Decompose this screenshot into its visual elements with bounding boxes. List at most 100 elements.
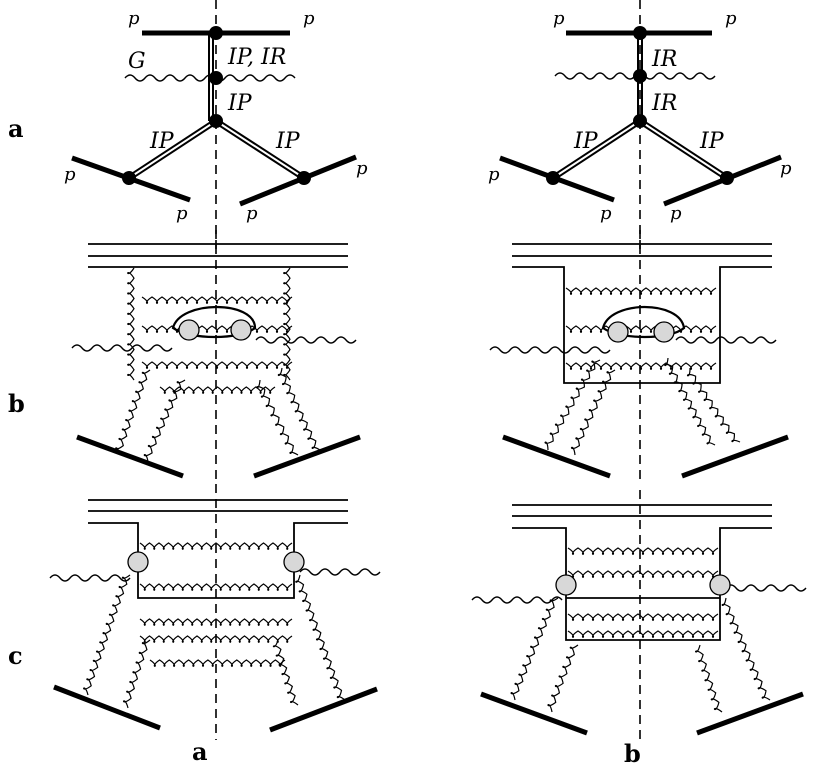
row-label-a: a xyxy=(8,114,24,143)
gluon-diag xyxy=(295,574,346,701)
label-p: p xyxy=(780,158,792,179)
gluon-coil xyxy=(272,639,299,706)
gluon-coil xyxy=(567,630,719,638)
gluon-diag xyxy=(272,639,299,706)
label-p: p xyxy=(303,8,315,29)
label-upper-exchange: IR xyxy=(651,47,677,72)
vertex-blob xyxy=(555,574,577,596)
diagram-b-right xyxy=(489,230,789,480)
vertex-blob xyxy=(178,319,200,341)
photon-wavy-line xyxy=(71,344,173,352)
gluon-coil xyxy=(83,574,131,696)
right-proton-line xyxy=(696,691,804,736)
row-label-c: c xyxy=(8,641,23,670)
label-p: p xyxy=(488,164,500,185)
label-left-leg: IP xyxy=(573,129,599,154)
gluon-coil xyxy=(686,367,741,443)
photon-wavy-line xyxy=(675,336,777,344)
gluon-coil xyxy=(565,362,717,370)
gluon-coil xyxy=(139,583,293,591)
gluon-coil xyxy=(143,379,186,463)
right-proton-line xyxy=(269,686,378,733)
gluon-coil xyxy=(721,597,771,701)
label-p: p xyxy=(246,203,258,224)
gluon-diag xyxy=(664,357,716,446)
gluon-diag xyxy=(547,644,579,713)
gluon-coil xyxy=(565,325,717,333)
label-upper-exchange: IP, IR xyxy=(227,45,286,70)
label-left-leg: IP xyxy=(149,129,175,154)
label-p: p xyxy=(176,203,188,224)
box-frame xyxy=(88,522,348,599)
gluon-diag xyxy=(256,379,299,456)
gluon-row-upper xyxy=(565,287,717,295)
gluon-coil xyxy=(139,618,293,626)
gluon-coil xyxy=(141,296,293,304)
vertex-blob xyxy=(127,551,149,573)
gluon-row-upper xyxy=(141,296,293,304)
gluon-coil xyxy=(277,367,321,451)
vertex-dot xyxy=(633,114,647,128)
gluon-col-left xyxy=(127,267,135,381)
column-label-a: a xyxy=(192,737,208,766)
gluon-diag xyxy=(544,359,601,451)
right-proton-line xyxy=(253,434,361,479)
label-p: p xyxy=(600,203,612,224)
vertex-dot xyxy=(633,26,647,40)
gluon-coil xyxy=(510,597,559,701)
gluon-row-upper xyxy=(139,542,293,550)
label-right-leg: IP xyxy=(699,129,725,154)
gluon-diag xyxy=(122,639,151,709)
diagram-a-right: p p IR IR IP IP p p p p xyxy=(488,0,792,250)
gluon-diag xyxy=(694,644,723,713)
label-p: p xyxy=(356,158,368,179)
label-p: p xyxy=(128,8,140,29)
vertex-dot xyxy=(209,71,223,85)
loop xyxy=(601,305,686,339)
gluon-row-lower xyxy=(139,618,293,626)
gluon-coil xyxy=(547,644,579,713)
photon-wavy-line xyxy=(255,336,357,344)
gluon-coil xyxy=(122,639,151,709)
row-label-b: b xyxy=(8,389,25,418)
photon-wavy-line xyxy=(489,346,611,354)
diagram-b-left xyxy=(71,230,361,480)
label-right-leg: IP xyxy=(275,129,301,154)
left-proton-line xyxy=(76,434,184,479)
gluon-row-bottom xyxy=(159,386,276,394)
label-p: p xyxy=(553,8,565,29)
vertex-dot xyxy=(297,171,311,185)
photon-wavy-line xyxy=(299,568,381,576)
gluon-coil xyxy=(565,287,717,295)
gluon-diag xyxy=(510,597,559,701)
column-label-b: b xyxy=(624,739,641,766)
gluon-row-upper xyxy=(567,547,719,555)
vertex-blob xyxy=(607,321,629,343)
label-p: p xyxy=(725,8,737,29)
gluon-row-lower xyxy=(567,613,719,621)
gluon-row-mid xyxy=(567,570,719,578)
label-lower-exchange: IP xyxy=(227,91,253,116)
gluon-coil xyxy=(283,267,291,381)
gluon-coil xyxy=(544,359,601,451)
gluon-col-right xyxy=(283,267,291,381)
vertex-dot xyxy=(209,114,223,128)
gluon-coil xyxy=(141,325,293,333)
diagram-c-right xyxy=(471,490,807,745)
vertex-dot xyxy=(122,171,136,185)
diagram-a-left: p p G IP, IR IP IP IP p p p p xyxy=(64,0,368,250)
vertex-dot xyxy=(209,26,223,40)
gluon-coil xyxy=(694,644,723,713)
label-p: p xyxy=(670,203,682,224)
gluon-coil xyxy=(127,267,135,381)
box-frame xyxy=(512,266,772,384)
vertex-dot xyxy=(546,171,560,185)
label-p: p xyxy=(64,164,76,185)
right-proton-line xyxy=(681,434,789,479)
diagram-c-left xyxy=(49,484,381,740)
gluon-row-lower xyxy=(141,361,293,369)
gluon-row-lower xyxy=(565,362,717,370)
label-g: G xyxy=(128,49,146,74)
left-proton-line xyxy=(480,691,588,736)
